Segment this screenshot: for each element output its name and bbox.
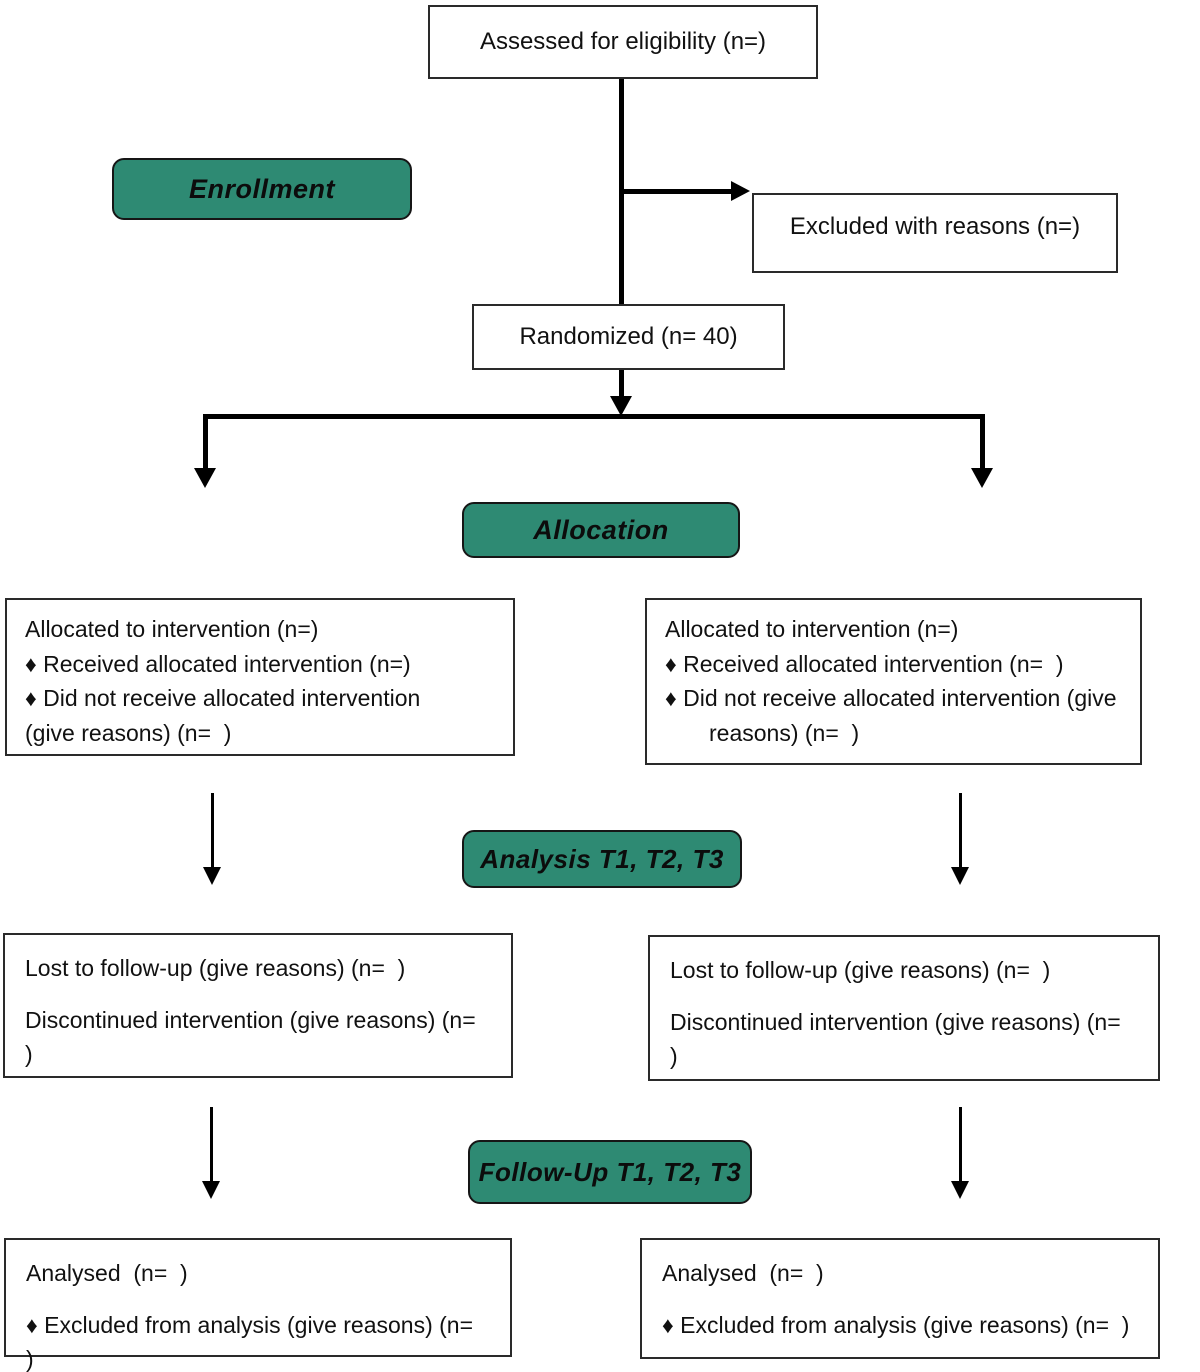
- box-analysed-left: Analysed (n= ) ♦ Excluded from analysis …: [4, 1238, 512, 1372]
- box-randomized: Randomized (n= 40): [472, 304, 785, 370]
- banner-follow-up: Follow-Up T1, T2, T3: [468, 1140, 752, 1204]
- lost-left-line: Discontinued intervention (give reasons)…: [25, 1006, 489, 1068]
- analysed-left-line: Analysed (n= ): [26, 1260, 188, 1286]
- allocation-left-line: ♦ Received allocated intervention (n=): [25, 650, 411, 677]
- connector-to-excluded: [622, 189, 732, 194]
- arrowhead-followup-left-icon: [202, 1181, 220, 1199]
- banner-allocation: Allocation: [462, 502, 740, 558]
- box-allocation-left: Allocated to intervention (n=) ♦ Receive…: [5, 598, 515, 756]
- allocation-right-line: reasons) (n= ): [709, 719, 860, 746]
- banner-analysis: Analysis T1, T2, T3: [462, 830, 742, 888]
- arrowhead-split-right-icon: [971, 468, 993, 488]
- box-analysed-right: Analysed (n= ) ♦ Excluded from analysis …: [640, 1238, 1160, 1359]
- arrowhead-analysis-left-icon: [203, 867, 221, 885]
- analysed-right-line: Analysed (n= ): [662, 1260, 824, 1286]
- randomized-text: Randomized (n= 40): [519, 323, 738, 350]
- connector-allocation-to-analysis-left: [211, 793, 214, 869]
- allocation-left-line: Allocated to intervention (n=): [25, 616, 319, 642]
- banner-enrollment-label: Enrollment: [188, 173, 335, 204]
- banner-follow-up-label: Follow-Up T1, T2, T3: [478, 1156, 742, 1187]
- allocation-left-line: ♦ Did not receive allocated intervention: [25, 685, 421, 711]
- allocation-right-line: ♦ Did not receive allocated intervention…: [665, 685, 1117, 711]
- connector-analysis-to-followup-right: [959, 1107, 962, 1183]
- arrowhead-split-left-icon: [194, 468, 216, 488]
- banner-allocation-label: Allocation: [533, 514, 669, 545]
- banner-analysis-label: Analysis T1, T2, T3: [480, 843, 724, 874]
- analysed-right-line: ♦ Excluded from analysis (give reasons) …: [662, 1311, 1130, 1338]
- assessed-text: Assessed for eligibility (n=): [479, 28, 767, 55]
- lost-left-line: Lost to follow-up (give reasons) (n= ): [25, 955, 406, 981]
- box-lost-right: Lost to follow-up (give reasons) (n= ) D…: [648, 935, 1160, 1081]
- connector-split-right: [980, 414, 985, 470]
- analysed-left-line: ♦ Excluded from analysis (give reasons) …: [26, 1311, 486, 1372]
- banner-enrollment: Enrollment: [112, 158, 412, 220]
- arrowhead-excluded-icon: [731, 181, 750, 201]
- box-lost-left: Lost to follow-up (give reasons) (n= ) D…: [3, 933, 513, 1078]
- box-assessed-for-eligibility: Assessed for eligibility (n=): [428, 5, 818, 79]
- box-allocation-right: Allocated to intervention (n=) ♦ Receive…: [645, 598, 1142, 765]
- lost-right-line: Lost to follow-up (give reasons) (n= ): [670, 957, 1051, 983]
- box-excluded: Excluded with reasons (n=): [752, 193, 1118, 273]
- lost-right-line: Discontinued intervention (give reasons)…: [670, 1008, 1134, 1070]
- connector-analysis-to-followup-left: [210, 1107, 213, 1183]
- connector-allocation-to-analysis-right: [959, 793, 962, 869]
- arrowhead-followup-right-icon: [951, 1181, 969, 1199]
- connector-randomized-stem: [619, 370, 624, 398]
- connector-split-left: [203, 414, 208, 470]
- connector-split-horizontal: [203, 414, 985, 419]
- allocation-left-line: (give reasons) (n= ): [25, 719, 232, 746]
- arrowhead-randomized-split-icon: [610, 396, 632, 416]
- allocation-right-line: ♦ Received allocated intervention (n= ): [665, 650, 1064, 677]
- allocation-right-line: Allocated to intervention (n=): [665, 616, 959, 642]
- excluded-text: Excluded with reasons (n=): [789, 213, 1081, 240]
- arrowhead-analysis-right-icon: [951, 867, 969, 885]
- connector-eligibility-to-randomized: [619, 79, 624, 304]
